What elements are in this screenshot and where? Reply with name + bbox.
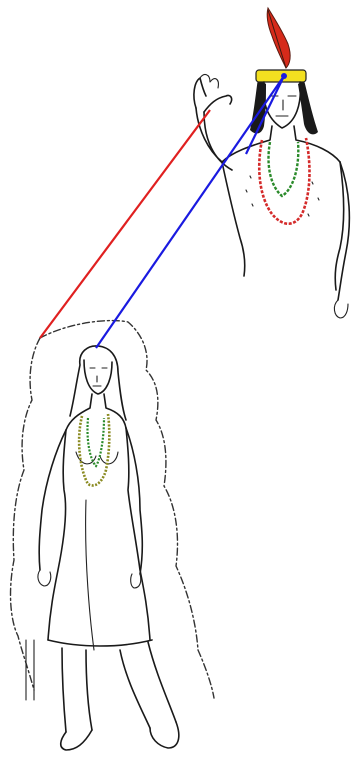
headband-jewel-icon (281, 73, 287, 79)
man-figure (194, 8, 349, 318)
woman-aura (11, 321, 214, 700)
blue-line (96, 76, 284, 348)
red-line (40, 110, 210, 338)
